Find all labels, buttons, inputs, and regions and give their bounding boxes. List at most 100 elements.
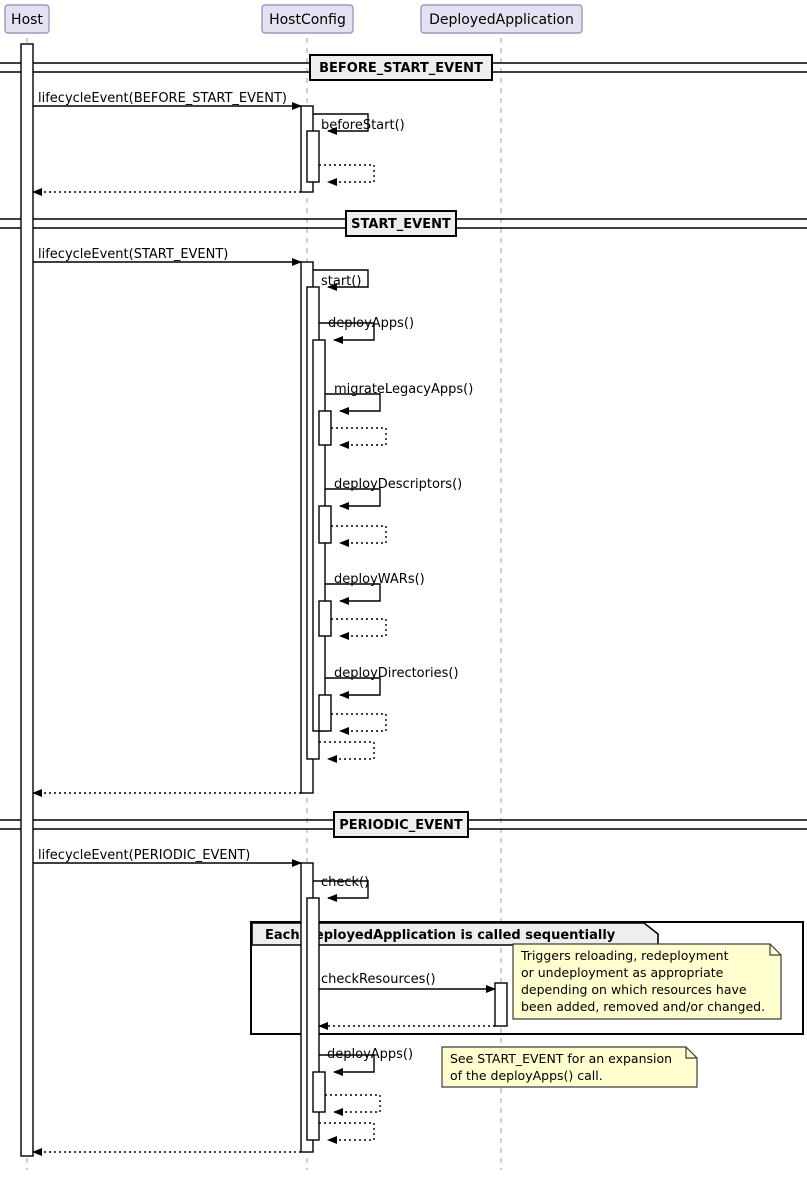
- message-m13: [331, 618, 387, 640]
- message-label: start(): [321, 274, 361, 289]
- note-line: depending on which resources have: [521, 982, 747, 997]
- self-message-path: [331, 713, 387, 735]
- message-label: deployApps(): [327, 1047, 413, 1062]
- message-label: lifecycleEvent(BEFORE_START_EVENT): [38, 91, 287, 106]
- act-cfg-start-6: [318, 694, 332, 732]
- divider-label: START_EVENT: [351, 217, 451, 232]
- act-cfg-start-3: [318, 410, 332, 446]
- message-m9: [331, 427, 387, 449]
- self-message-path: [331, 427, 387, 449]
- divider-label: BEFORE_START_EVENT: [319, 61, 483, 76]
- divider-label: PERIODIC_EVENT: [339, 818, 463, 833]
- participants-layer: Host HostConfig DeployedApplication: [4, 4, 583, 34]
- message-label: lifecycleEvent(START_EVENT): [38, 247, 228, 262]
- message-m5: lifecycleEvent(START_EVENT): [33, 247, 302, 266]
- participant-box[interactable]: [4, 4, 50, 34]
- message-label: checkResources(): [321, 972, 436, 987]
- act-cfg-periodic-2: [312, 1071, 326, 1113]
- message-m1: lifecycleEvent(BEFORE_START_EVENT): [33, 91, 302, 110]
- self-message-path: [319, 164, 375, 186]
- message-m3: [319, 164, 375, 186]
- note-body: [512, 943, 782, 1020]
- message-m7: deployApps(): [319, 316, 414, 344]
- participant-label: DeployedApplication: [429, 12, 574, 28]
- note-line: Triggers reloading, redeployment: [520, 948, 729, 963]
- messages-layer: lifecycleEvent(BEFORE_START_EVENT)before…: [32, 91, 496, 1156]
- note-fold: [685, 1047, 697, 1059]
- note-fold: [769, 944, 781, 956]
- self-message-path: [325, 583, 381, 605]
- act-cfg-start-4: [318, 505, 332, 544]
- self-message-path: [319, 1122, 375, 1144]
- group-label: Each DeployedApplication is called seque…: [265, 928, 616, 943]
- message-label: deployDescriptors(): [334, 477, 462, 492]
- message-m2: beforeStart(): [313, 113, 405, 135]
- participant-config[interactable]: HostConfig: [261, 4, 354, 34]
- act-dep-check: [494, 982, 508, 1027]
- message-label: deployApps(): [328, 316, 414, 331]
- note-line: of the deployApps() call.: [450, 1068, 603, 1083]
- message-m24: [319, 1122, 375, 1144]
- notes-layer: Triggers reloading, redeployment or undep…: [441, 943, 782, 1088]
- message-label: deployWARs(): [334, 572, 425, 587]
- message-m8: migrateLegacyApps(): [325, 382, 473, 415]
- self-message-path: [325, 677, 381, 699]
- participant-label: HostConfig: [269, 12, 346, 28]
- participant-label: Host: [11, 12, 43, 28]
- message-m18: lifecycleEvent(PERIODIC_EVENT): [33, 848, 302, 867]
- self-message-path: [331, 618, 387, 640]
- groups-layer: Each DeployedApplication is called seque…: [250, 921, 804, 1035]
- message-label: check(): [321, 875, 369, 890]
- activations-layer: [20, 43, 508, 1157]
- message-m14: deployDirectories(): [325, 666, 459, 699]
- message-label: migrateLegacyApps(): [334, 382, 473, 397]
- self-message-path: [313, 269, 369, 291]
- participant-box[interactable]: [420, 4, 583, 34]
- self-message-path: [319, 1054, 375, 1076]
- note-body: [441, 1046, 698, 1088]
- act-cfg-start-5: [318, 600, 332, 637]
- participant-host[interactable]: Host: [4, 4, 50, 34]
- message-m6: start(): [313, 269, 369, 291]
- message-m22: deployApps(): [319, 1047, 413, 1076]
- divider-box: [345, 210, 457, 237]
- group-header-shape: [251, 922, 659, 946]
- message-m23: [325, 1094, 381, 1116]
- note-deploy-apps: See START_EVENT for an expansion of the d…: [441, 1046, 698, 1088]
- self-message-path: [313, 113, 369, 135]
- message-m19: check(): [313, 875, 369, 902]
- message-m10: deployDescriptors(): [325, 477, 462, 510]
- self-message-path: [313, 880, 369, 902]
- participant-box[interactable]: [261, 4, 354, 34]
- message-label: beforeStart(): [321, 118, 405, 133]
- note-line: or undeployment as appropriate: [521, 965, 724, 980]
- note-line: See START_EVENT for an expansion: [450, 1051, 672, 1066]
- note-check-resources: Triggers reloading, redeployment or undep…: [512, 943, 782, 1020]
- self-message-path: [325, 393, 381, 415]
- divider-before-start: BEFORE_START_EVENT: [309, 54, 493, 81]
- divider-box: [333, 811, 469, 838]
- self-message-path: [331, 525, 387, 547]
- message-m11: [331, 525, 387, 547]
- divider-periodic: PERIODIC_EVENT: [333, 811, 469, 838]
- lifelines-layer: [26, 38, 502, 1170]
- message-label: deployDirectories(): [334, 666, 459, 681]
- act-host-main: [20, 43, 34, 1157]
- participant-deploy[interactable]: DeployedApplication: [420, 4, 583, 34]
- group-each-deployed-application: Each DeployedApplication is called seque…: [250, 921, 804, 1035]
- self-message-path: [325, 1094, 381, 1116]
- divider-start: START_EVENT: [345, 210, 457, 237]
- message-m16: [319, 741, 375, 763]
- self-message-path: [319, 322, 375, 344]
- dividers-layer: BEFORE_START_EVENT START_EVENT PERIODIC_EV…: [0, 54, 807, 838]
- group-border: [250, 921, 804, 1035]
- divider-box: [309, 54, 493, 81]
- message-m12: deployWARs(): [325, 572, 425, 605]
- self-message-path: [319, 741, 375, 763]
- message-label: lifecycleEvent(PERIODIC_EVENT): [38, 848, 250, 863]
- act-cfg-before-1: [306, 130, 320, 183]
- self-message-path: [325, 488, 381, 510]
- message-m15: [331, 713, 387, 735]
